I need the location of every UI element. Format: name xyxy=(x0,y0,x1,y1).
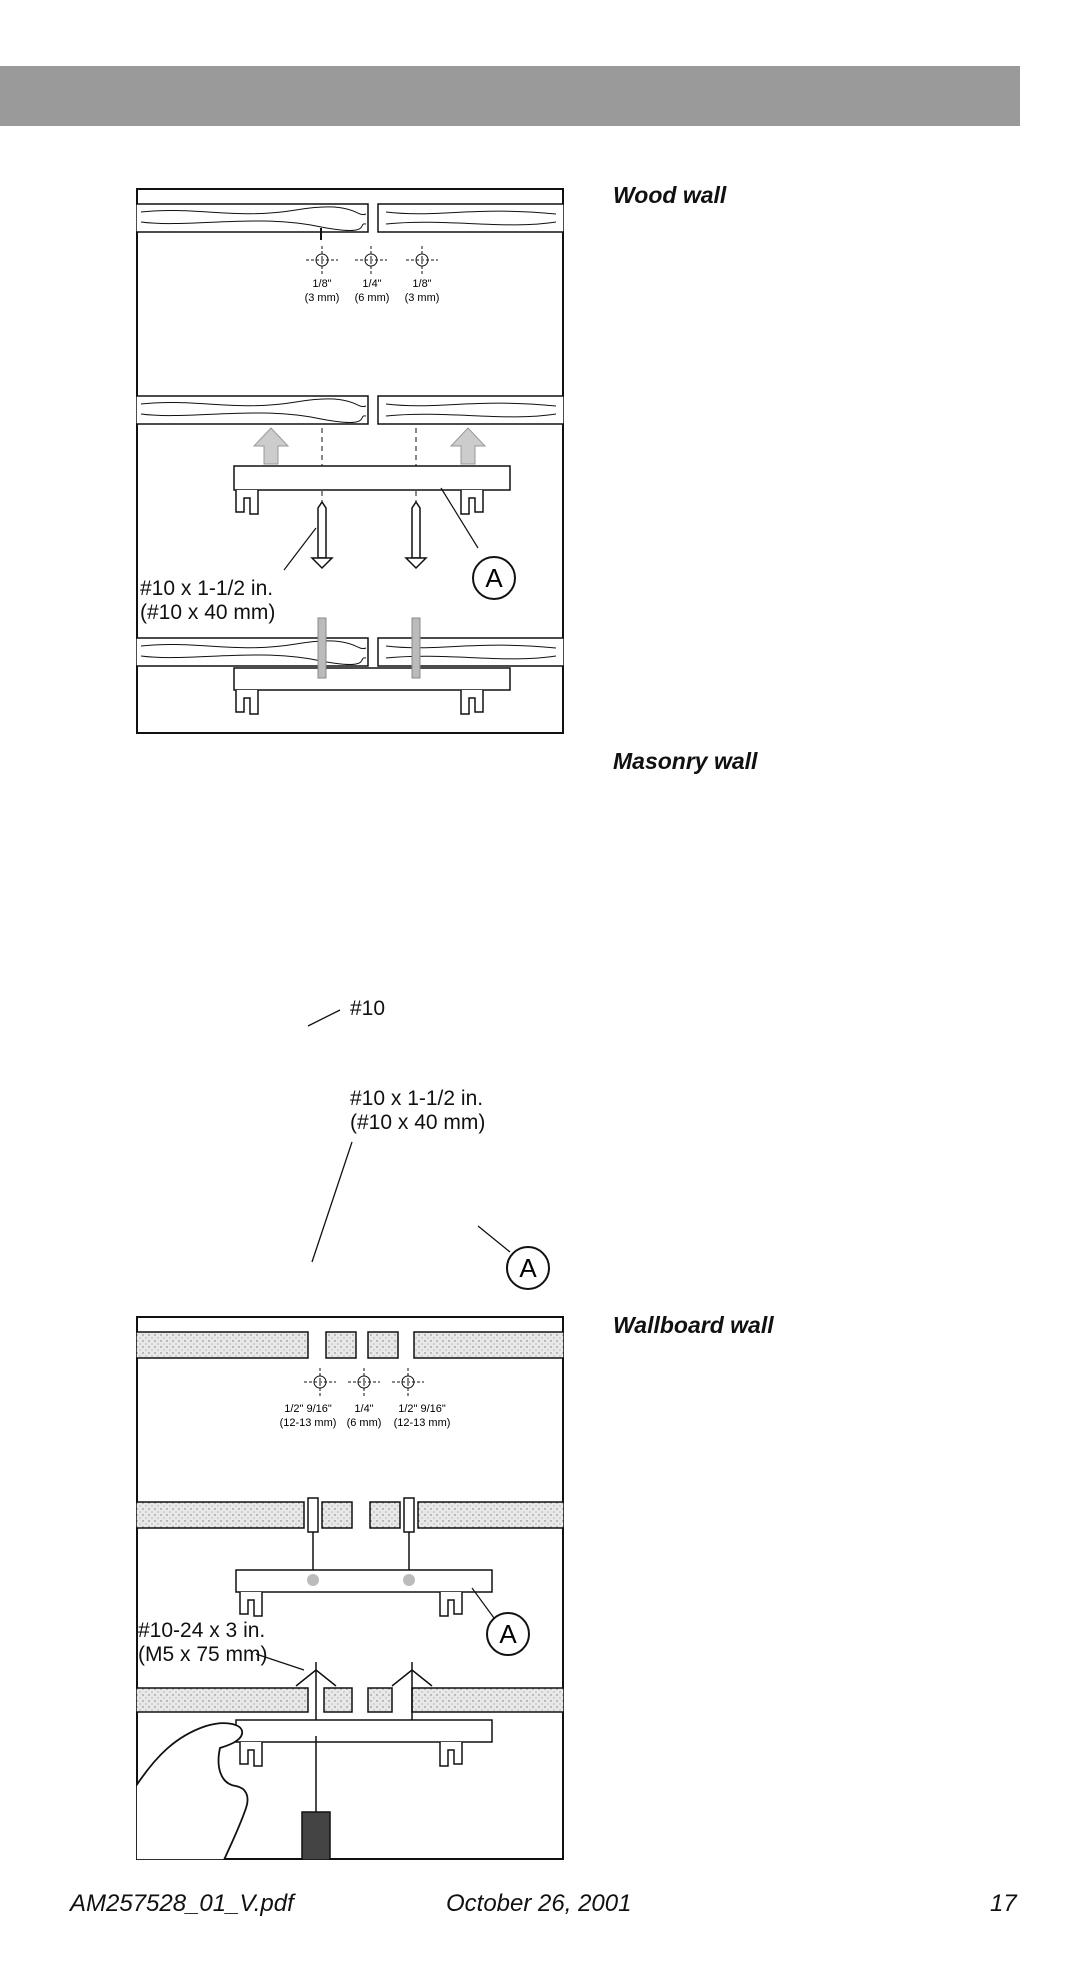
wb-hole-metric-2: (6 mm) xyxy=(347,1417,382,1429)
masonry-screw-label: #10 x 1-1/2 in. xyxy=(350,1087,484,1110)
wb-hole-metric-1: (12-13 mm) xyxy=(280,1417,337,1429)
hand-illustration xyxy=(136,1722,249,1860)
wallboard-wall-illustration: 1/2" 9/16" 1/4" 1/2" 9/16" (12-13 mm) (6… xyxy=(136,1316,564,1860)
hole-metric-2: (6 mm) xyxy=(355,292,390,304)
wb-hole-size-2: 1/4" xyxy=(354,1403,373,1415)
hole-size-1: 1/8" xyxy=(312,278,331,290)
hole-size-2: 1/4" xyxy=(362,278,381,290)
screwdriver-illustration xyxy=(301,1736,331,1860)
hole-metric-1: (3 mm) xyxy=(305,292,340,304)
wb-hole-metric-3: (12-13 mm) xyxy=(394,1417,451,1429)
wallboard-wall-heading: Wallboard wall xyxy=(613,1312,774,1338)
callout-a-masonry: A xyxy=(519,1253,537,1283)
wood-board-top xyxy=(136,203,564,233)
wb-hole-size-1: 1/2" 9/16" xyxy=(284,1403,332,1415)
hole-metric-3: (3 mm) xyxy=(405,292,440,304)
wallboard-bolt-label: #10-24 x 3 in. xyxy=(138,1619,266,1642)
pilot-hole-markers xyxy=(306,246,438,274)
masonry-anchor-label: #10 xyxy=(350,997,386,1020)
masonry-leader-lines: A xyxy=(307,1009,550,1290)
callout-a-wallboard: A xyxy=(499,1619,517,1649)
footer-filename: AM257528_01_V.pdf xyxy=(70,1890,294,1917)
wood-wall-illustration: 1/8" 1/4" 1/8" (3 mm) (6 mm) (3 mm) A xyxy=(136,188,564,734)
header-bar xyxy=(0,66,1020,126)
masonry-screw-metric-label: (#10 x 40 mm) xyxy=(350,1111,486,1134)
wood-screw-label: #10 x 1-1/2 in. xyxy=(140,577,274,600)
bracket-a xyxy=(233,465,511,515)
hole-size-3: 1/8" xyxy=(412,278,431,290)
callout-a-wood: A xyxy=(485,563,503,593)
page-number: 17 xyxy=(990,1890,1017,1917)
wood-wall-heading: Wood wall xyxy=(613,182,727,208)
masonry-wall-heading: Masonry wall xyxy=(613,748,758,774)
footer-date: October 26, 2001 xyxy=(446,1890,632,1917)
wb-hole-size-3: 1/2" 9/16" xyxy=(398,1403,446,1415)
wallboard-bolt-metric-label: (M5 x 75 mm) xyxy=(138,1643,268,1666)
wood-screw-metric-label: (#10 x 40 mm) xyxy=(140,601,276,624)
